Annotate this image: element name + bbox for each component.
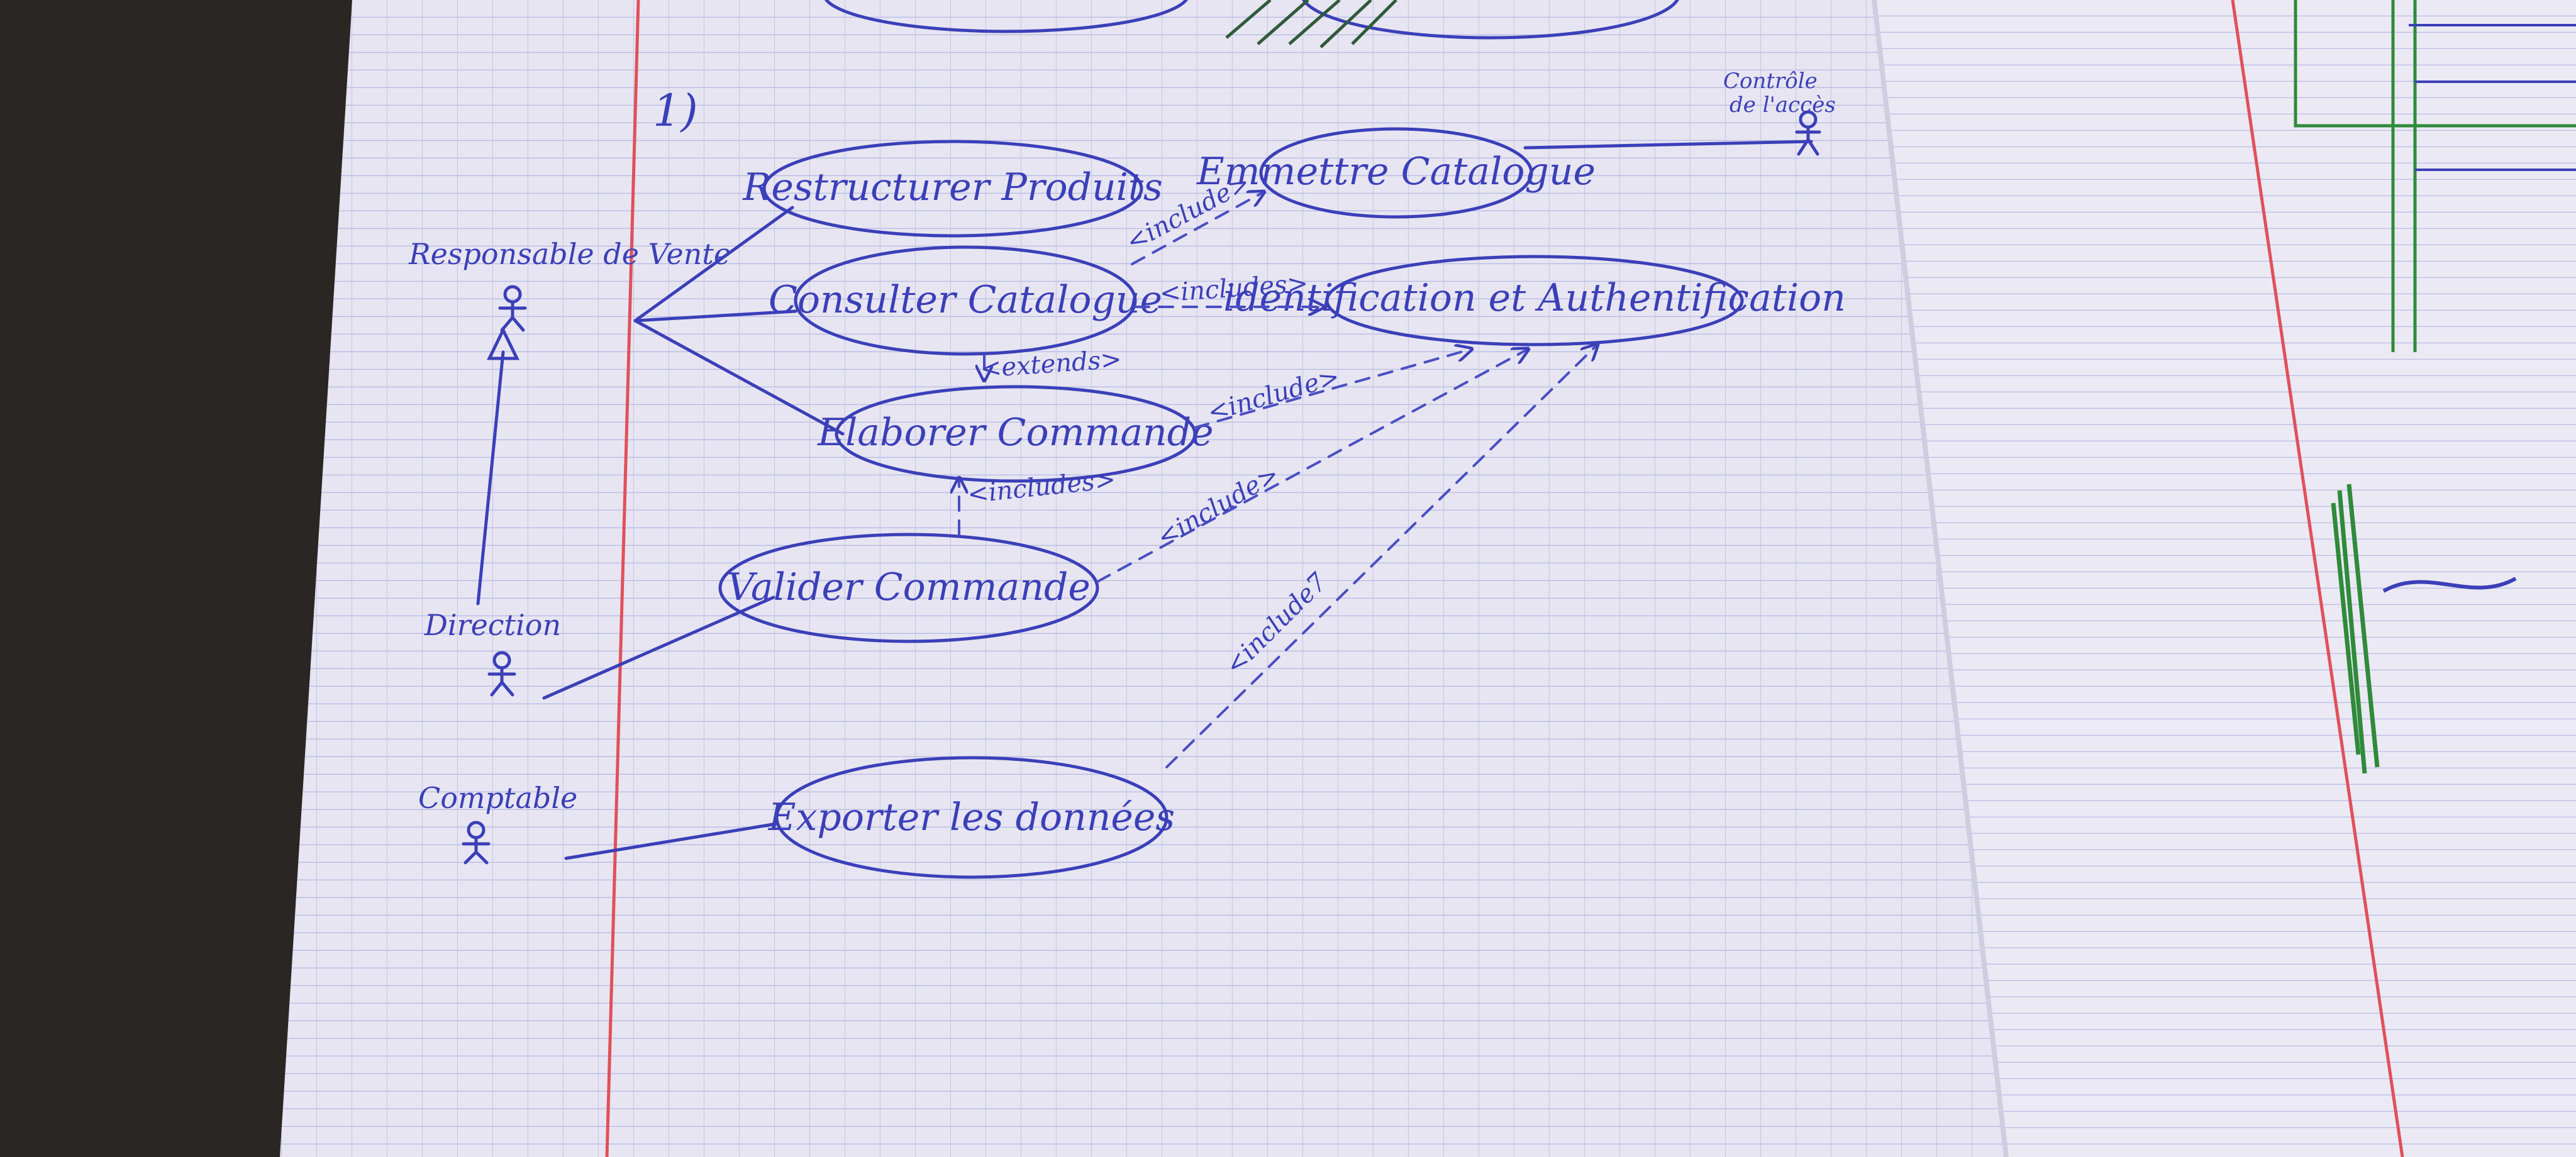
- dependencies: [959, 192, 1597, 768]
- usecase-identification-label: identification et Authentification: [1223, 276, 1846, 320]
- actor-controle-label-1: Contrôle: [1723, 69, 1818, 94]
- usecase-emmettre: Emmettre Catalogue: [1196, 127, 1596, 219]
- usecase-valider: Valider Commande: [718, 533, 1099, 643]
- actor-direction-label: Direction: [424, 608, 561, 642]
- usecase-consulter: Consulter Catalogue: [769, 245, 1162, 356]
- book-spine: [1872, 0, 2009, 1157]
- actor-responsable-label: Responsable de Vente: [408, 237, 731, 271]
- section-number: 1): [653, 85, 698, 136]
- actor-controle: Contrôle de l'accès: [1723, 69, 1836, 156]
- left-margin-line: [605, 0, 640, 1157]
- usecase-restructurer-label: Restructurer Produits: [742, 165, 1163, 209]
- left-page-grid: [280, 0, 2006, 1157]
- usecase-exporter-label: Exporter les données: [768, 795, 1175, 839]
- usecase-elaborer-label: Elaborer Commande: [817, 411, 1213, 455]
- right-margin-line: [2231, 0, 2404, 1157]
- usecase-emmettre-label: Emmettre Catalogue: [1196, 150, 1596, 194]
- actor-comptable-label: Comptable: [418, 781, 577, 815]
- usecase-identification: identification et Authentification: [1223, 255, 1846, 346]
- actor-comptable: Comptable: [418, 781, 577, 865]
- usecase-exporter: Exporter les données: [768, 756, 1175, 879]
- actor-responsable: Responsable de Vente: [408, 237, 731, 332]
- right-page-sketch: [2294, 0, 2576, 774]
- top-cutoff-shapes: [824, 0, 1679, 48]
- usecase-restructurer: Restructurer Produits: [742, 140, 1163, 238]
- usecase-elaborer: Elaborer Commande: [817, 385, 1214, 483]
- usecase-valider-label: Valider Commande: [727, 565, 1091, 609]
- right-page-lines: [1874, 0, 2576, 1157]
- actor-direction: Direction: [424, 608, 561, 697]
- actor-controle-label-2: de l'accès: [1729, 92, 1836, 118]
- associations: [476, 140, 1813, 860]
- usecase-consulter-label: Consulter Catalogue: [769, 278, 1162, 322]
- generalization-arrow: [486, 326, 520, 360]
